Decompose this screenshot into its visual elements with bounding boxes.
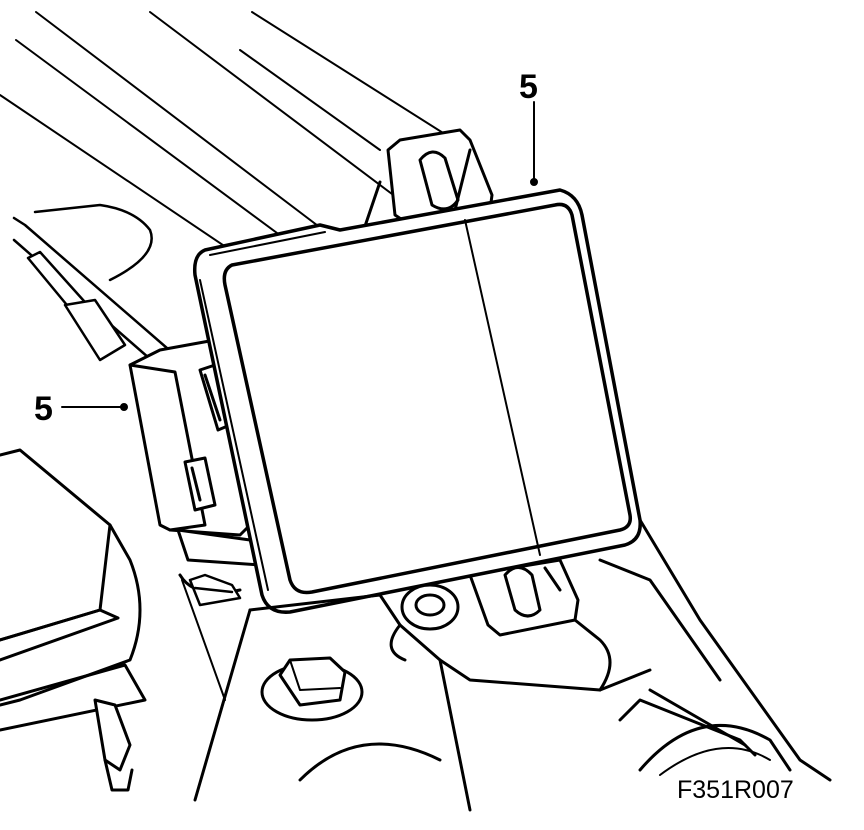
control-module — [192, 188, 642, 614]
hex-bolt — [260, 656, 364, 722]
lower-support — [193, 518, 832, 812]
background-frame — [0, 11, 471, 271]
callout-label-top: 5 — [519, 68, 538, 106]
callout-label-left: 5 — [34, 390, 53, 428]
mounting-bracket-top — [360, 128, 494, 237]
left-housing — [0, 448, 147, 792]
callout-leaders — [61, 101, 538, 411]
wiring-harness — [12, 203, 177, 374]
figure-code: F351R007 — [677, 776, 794, 804]
grommet — [400, 583, 460, 631]
fastener — [188, 573, 242, 607]
